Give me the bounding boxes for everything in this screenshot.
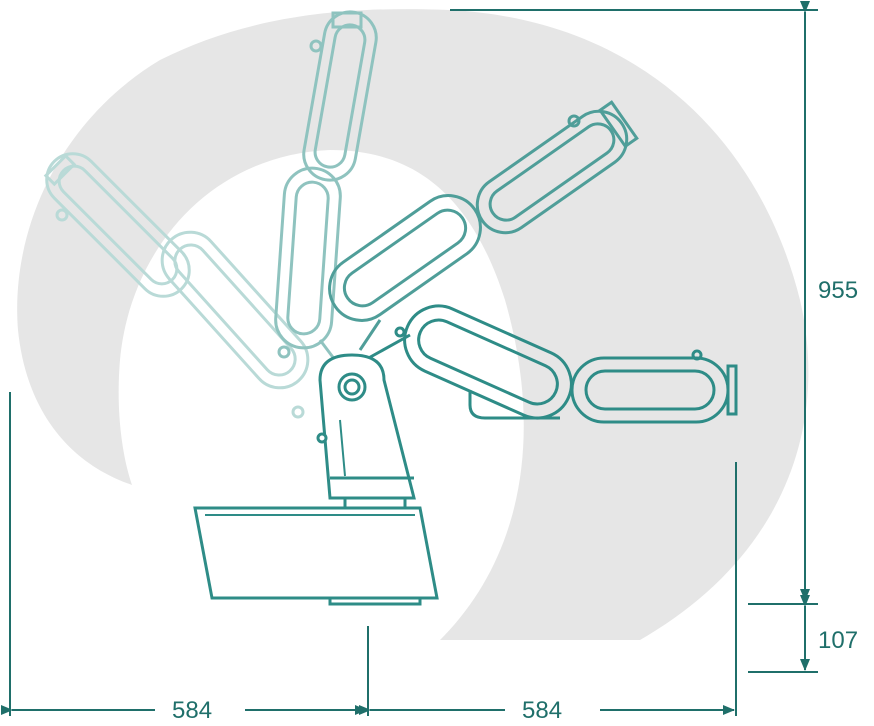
arm-pose-horizontal [364,304,738,424]
dimension-label-width-left: 584 [172,697,212,724]
base-platform [193,506,439,600]
arm-pose-diagonal [328,100,639,351]
base-foot [328,596,422,606]
arm-pose-upper-ghost [274,10,378,361]
dimension-label-height-upper: 955 [818,277,858,304]
dimension-label-height-lower: 107 [818,627,858,654]
dimension-label-width-right: 584 [522,697,562,724]
shoulder-joint [337,372,367,402]
arm-pose-left-ghost [43,152,310,419]
robot-base [193,353,439,606]
dimension-lines [1,1,818,716]
